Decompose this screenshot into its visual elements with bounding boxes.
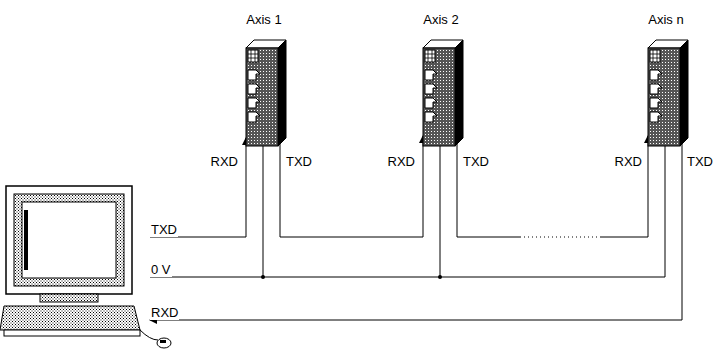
signal-name: TXD xyxy=(150,222,178,237)
junction-dot xyxy=(261,275,265,279)
axis-drive: Axis 1 xyxy=(232,12,296,136)
signal-name: RXD xyxy=(387,154,416,169)
axis-drive: Axis n xyxy=(634,12,698,136)
signal-name: 0 V xyxy=(150,262,172,277)
serial-link xyxy=(280,136,423,237)
axis-label: Axis 1 xyxy=(232,12,296,27)
serial-link xyxy=(457,136,648,237)
ground-drops xyxy=(263,136,665,277)
link-segment xyxy=(520,237,600,238)
signal-name: RXD xyxy=(150,305,179,320)
axis-label: Axis n xyxy=(634,12,698,27)
signal-name: RXD xyxy=(210,154,239,169)
link-segment xyxy=(600,136,648,237)
junction-dot xyxy=(438,275,442,279)
computer-icon xyxy=(0,186,171,348)
signal-name: RXD xyxy=(614,154,643,169)
axis-drive: Axis 2 xyxy=(409,12,473,136)
axis-label: Axis 2 xyxy=(409,12,473,27)
link-segment xyxy=(457,136,520,237)
ground-wire xyxy=(150,277,665,278)
drive-unit xyxy=(244,38,288,150)
rxd-wire xyxy=(150,136,682,320)
signal-name: TXD xyxy=(285,154,313,169)
signal-name: TXD xyxy=(462,154,490,169)
drive-unit xyxy=(421,38,465,150)
link-segment xyxy=(280,136,423,237)
txd-wire xyxy=(150,138,246,237)
signal-name: TXD xyxy=(686,154,714,169)
drive-unit xyxy=(646,38,690,150)
